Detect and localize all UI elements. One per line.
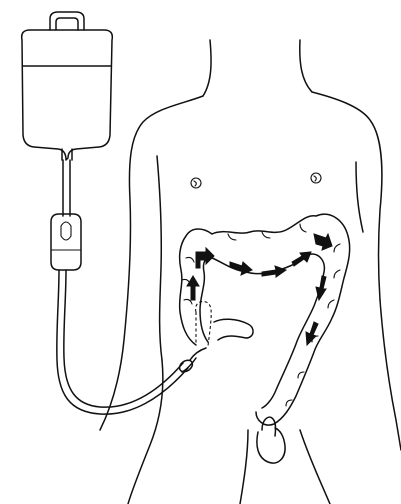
bag-handle [50,12,84,30]
appendix [214,319,253,340]
left-inner-thigh [240,430,248,504]
neck-left [203,40,211,96]
catheter-tip-inside [196,301,212,346]
genitals [257,417,285,463]
arrow-right-2 [262,266,286,277]
torso [100,40,401,504]
tubing [51,160,188,414]
left-shoulder-arm [100,96,203,430]
clamp-window [52,222,80,250]
left-inner-arm [157,156,162,360]
colon-inner-wall [200,254,324,408]
arrow-right-3 [292,252,311,266]
arrow-corner-right [314,234,332,250]
right-nipple [311,173,321,183]
right-hip-leg [380,300,401,450]
right-inner-thigh [300,430,330,504]
tube-lower-outer [57,270,188,414]
arrow-up-1 [187,276,199,300]
arrow-corner-left [196,248,214,268]
left-nipple [191,178,201,188]
flow-arrows [187,234,332,345]
right-inner-arm [356,162,363,232]
bag-body [22,30,113,160]
enema-bag [22,12,113,160]
insertion-nozzle [177,348,206,374]
neck-right [300,40,312,92]
left-hip-leg [128,360,163,504]
